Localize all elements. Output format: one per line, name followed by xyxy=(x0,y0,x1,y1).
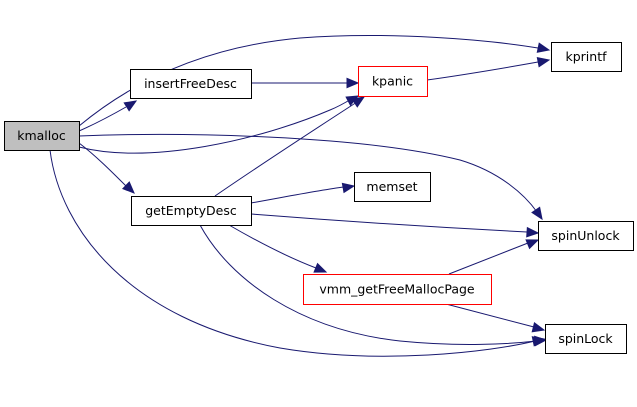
node-kmalloc[interactable]: kmalloc xyxy=(4,121,80,151)
node-label-insertFreeDesc: insertFreeDesc xyxy=(144,76,237,91)
node-box-kprintf[interactable] xyxy=(551,42,622,72)
node-insertFreeDesc[interactable]: insertFreeDesc xyxy=(130,69,252,99)
node-box-kpanic[interactable] xyxy=(358,66,428,97)
edge-insertFreeDesc-to-kpanic xyxy=(251,77,360,89)
arrow-head-icon xyxy=(122,181,135,194)
edge-kmalloc-to-getEmptyDesc xyxy=(78,142,135,194)
edge-getEmptyDesc-to-spinUnlock xyxy=(250,213,540,238)
node-spinLock[interactable]: spinLock xyxy=(545,324,627,354)
edge-vmm_getFreeMallocPage-to-spinLock xyxy=(445,303,546,333)
edge-kmalloc-to-insertFreeDesc xyxy=(78,100,138,132)
nodes-layer: kmalloc insertFreeDesc kpanic kprintf getEmp… xyxy=(4,42,634,354)
node-label-vmm_getFreeMallocPage: vmm_getFreeMallocPage xyxy=(319,282,475,297)
arrow-head-icon xyxy=(313,262,328,273)
node-kpanic[interactable]: kpanic xyxy=(358,66,428,97)
node-label-spinLock: spinLock xyxy=(558,331,613,346)
arrow-head-icon xyxy=(531,322,546,333)
edge-kmalloc-to-spinUnlock xyxy=(78,134,543,221)
edge-getEmptyDesc-to-vmm_getFreeMallocPage xyxy=(228,224,328,273)
arrow-head-icon xyxy=(531,206,543,221)
node-box-kmalloc[interactable] xyxy=(4,121,80,151)
arrow-head-icon xyxy=(351,96,366,108)
node-spinUnlock[interactable]: spinUnlock xyxy=(538,221,634,251)
arrow-head-icon xyxy=(526,226,540,238)
arrow-head-icon xyxy=(534,335,548,347)
node-kprintf[interactable]: kprintf xyxy=(551,42,622,72)
node-box-vmm_getFreeMallocPage[interactable] xyxy=(303,274,492,305)
edge-kmalloc-to-spinLock xyxy=(49,149,546,357)
edge-kpanic-to-kprintf xyxy=(426,56,551,81)
node-vmm_getFreeMallocPage[interactable]: vmm_getFreeMallocPage xyxy=(303,274,492,305)
node-label-memset: memset xyxy=(366,179,417,194)
edge-kmalloc-to-kpanic xyxy=(78,95,360,154)
arrow-head-icon xyxy=(536,42,551,53)
node-memset[interactable]: memset xyxy=(354,172,431,202)
node-box-insertFreeDesc[interactable] xyxy=(130,69,252,99)
edges-layer xyxy=(49,34,551,357)
arrow-head-icon xyxy=(123,100,138,112)
edge-getEmptyDesc-to-spinLock xyxy=(199,224,548,347)
edge-kmalloc-to-kprintf xyxy=(78,34,551,127)
node-label-getEmptyDesc: getEmptyDesc xyxy=(145,203,237,218)
node-box-spinUnlock[interactable] xyxy=(538,221,634,251)
arrow-head-icon xyxy=(341,182,356,194)
node-label-kpanic: kpanic xyxy=(372,74,413,89)
node-label-kprintf: kprintf xyxy=(565,49,607,64)
node-box-spinLock[interactable] xyxy=(545,324,627,354)
edge-getEmptyDesc-to-memset xyxy=(250,182,356,204)
edge-getEmptyDesc-to-kpanic xyxy=(214,96,366,197)
arrow-head-icon xyxy=(346,77,360,89)
node-getEmptyDesc[interactable]: getEmptyDesc xyxy=(131,196,252,226)
node-label-kmalloc: kmalloc xyxy=(17,128,66,143)
node-label-spinUnlock: spinUnlock xyxy=(551,228,620,243)
arrow-head-icon xyxy=(536,56,551,68)
node-box-getEmptyDesc[interactable] xyxy=(131,196,252,226)
arrow-head-icon xyxy=(525,239,540,250)
node-box-memset[interactable] xyxy=(354,172,431,202)
edge-vmm_getFreeMallocPage-to-spinUnlock xyxy=(448,239,540,275)
